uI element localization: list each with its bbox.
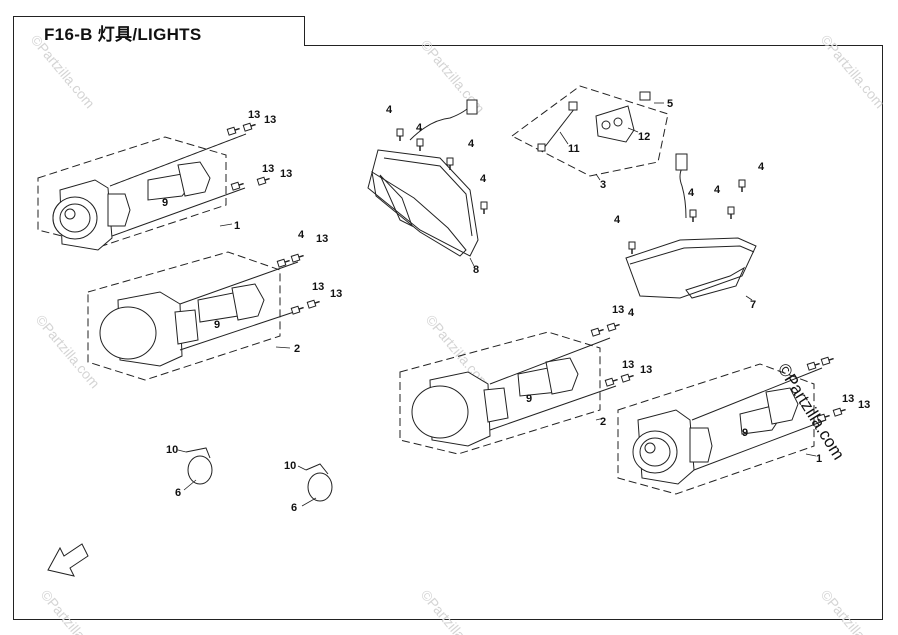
callout-6: 6 [175, 487, 181, 499]
callout-4: 4 [480, 173, 487, 185]
callout-8: 8 [473, 264, 479, 276]
watermark: ©Partzilla.com [418, 587, 488, 635]
watermark: ©Partzilla.com [818, 587, 888, 635]
callout-13: 13 [330, 288, 342, 300]
callout-13: 13 [280, 168, 292, 180]
callout-13: 13 [842, 393, 854, 405]
callout-4: 4 [758, 161, 765, 173]
callout-4: 4 [416, 122, 423, 134]
callout-2: 2 [294, 343, 300, 355]
title-box: F16-B 灯具/LIGHTS [13, 16, 305, 46]
cap-parts [185, 447, 333, 502]
headlight-assembly-1-left [37, 133, 247, 251]
callout-1: 1 [816, 453, 822, 465]
callout-3: 3 [600, 179, 606, 191]
callout-6: 6 [291, 502, 297, 514]
callout-13: 13 [264, 114, 276, 126]
callout-12: 12 [638, 131, 650, 143]
bracket-kit-3 [511, 85, 669, 177]
callout-4: 4 [628, 307, 635, 319]
watermark: ©Partzilla.com [818, 32, 888, 112]
watermark: ©Partzilla.com [418, 37, 488, 117]
callout-4: 4 [298, 229, 305, 241]
callout-13: 13 [262, 163, 274, 175]
callout-13: 13 [640, 364, 652, 376]
callout-1: 1 [234, 220, 240, 232]
watermark: ©Partzilla.com [28, 32, 98, 112]
leader-lines [177, 102, 817, 507]
headlight-assembly-1-right [617, 363, 827, 495]
callout-13: 13 [622, 359, 634, 371]
callout-10: 10 [166, 444, 178, 456]
callout-4: 4 [688, 187, 695, 199]
tail-lamp-8 [367, 99, 479, 257]
callout-2: 2 [600, 416, 606, 428]
headlight-assembly-2-right [399, 331, 617, 455]
callout-9: 9 [526, 393, 532, 405]
page-title: F16-B 灯具/LIGHTS [44, 25, 202, 44]
watermark: ©Partzilla.com [33, 312, 103, 392]
callout-4: 4 [614, 214, 621, 226]
callout-5: 5 [667, 98, 673, 110]
callout-9: 9 [162, 197, 168, 209]
callout-4: 4 [386, 104, 393, 116]
callout-11: 11 [568, 143, 580, 155]
tail-lamp-7 [625, 153, 757, 299]
callout-9: 9 [742, 427, 748, 439]
callout-13: 13 [316, 233, 328, 245]
callout-4: 4 [468, 138, 475, 150]
callout-labels: 1 2 2 1 3 5 12 11 7 8 4 4 4 4 4 4 4 4 4 … [162, 98, 870, 514]
callout-7: 7 [750, 299, 756, 311]
callout-9: 9 [214, 319, 220, 331]
callout-13: 13 [312, 281, 324, 293]
callout-13: 13 [858, 399, 870, 411]
callout-4: 4 [714, 184, 721, 196]
headlight-assembly-2-left [87, 251, 301, 381]
fr-arrow-icon [47, 543, 89, 577]
diagram-frame [13, 45, 883, 620]
callout-13: 13 [248, 109, 260, 121]
watermark: ©Partzilla.com [38, 587, 108, 635]
callout-10: 10 [284, 460, 296, 472]
callout-13: 13 [612, 304, 624, 316]
